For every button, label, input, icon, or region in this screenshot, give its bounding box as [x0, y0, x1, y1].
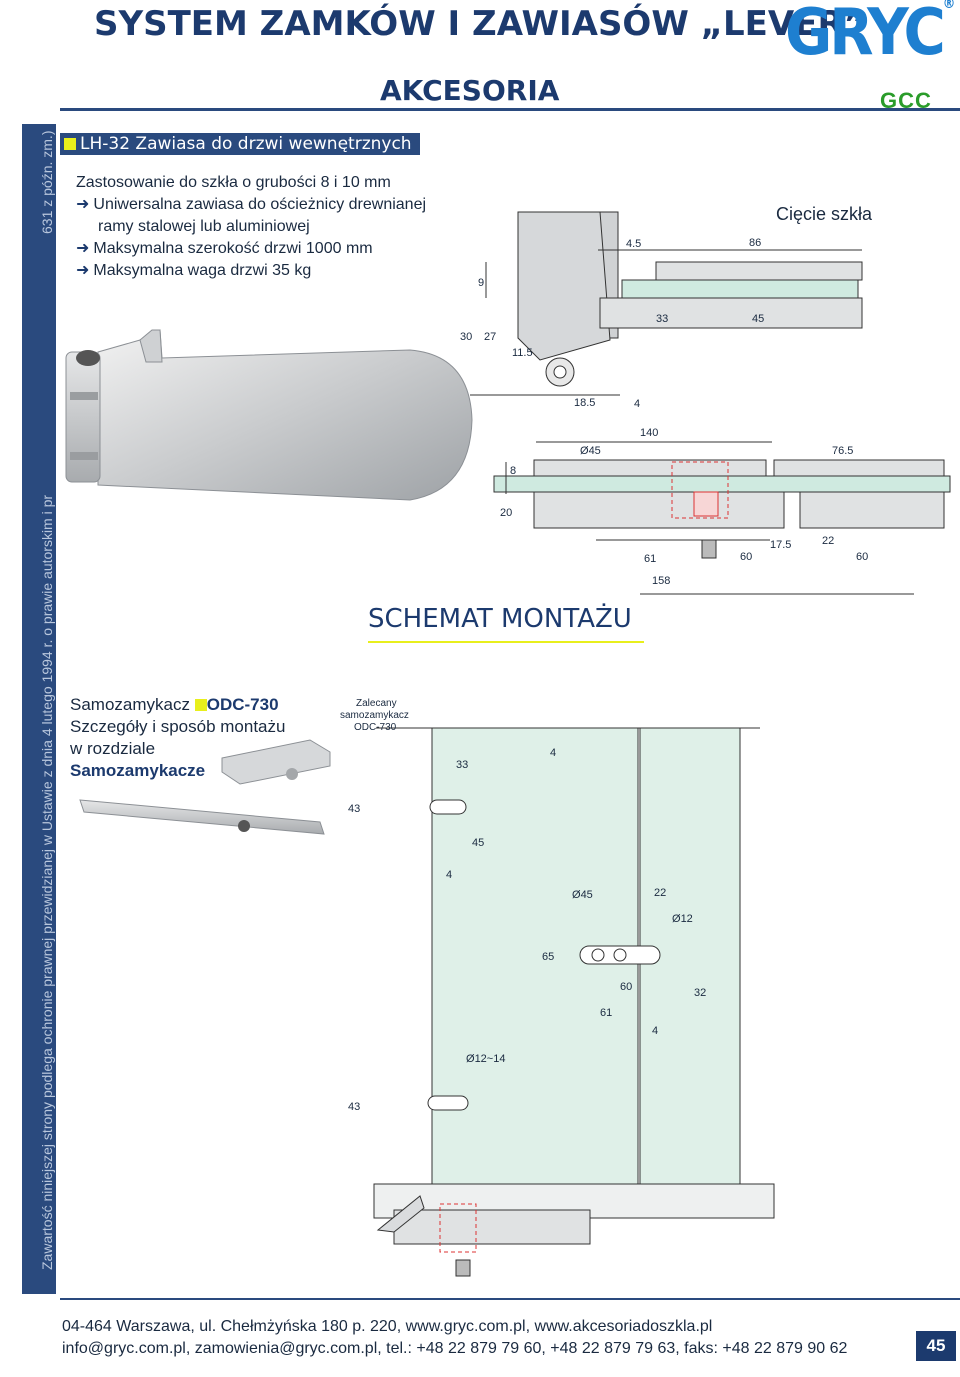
- closer-code: ODC-730: [206, 695, 279, 714]
- closer-chapter: w rozdziale: [70, 739, 156, 758]
- dim-label: 61: [644, 553, 656, 565]
- product-specs: Zastosowanie do szkła o grubości 8 i 10 …: [76, 172, 426, 282]
- door-closer-photo: [79, 739, 331, 835]
- dim-label: 22: [822, 535, 834, 547]
- dim-label: 65: [542, 951, 554, 963]
- mounting-schema-title: SCHEMAT MONTAŻU: [368, 604, 632, 634]
- dim-label: 76.5: [832, 445, 853, 457]
- bullet-square-icon: [64, 138, 76, 150]
- dim-diameter-label: Ø12: [672, 913, 693, 925]
- recommended-closer-label: ODC-730: [354, 722, 397, 733]
- dim-label: 11.5: [512, 347, 533, 359]
- dim-label: 158: [652, 575, 670, 587]
- header-divider: [60, 108, 960, 111]
- dim-label: 4: [446, 869, 452, 881]
- dim-label: 33: [656, 313, 668, 325]
- dim-label: 32: [694, 987, 706, 999]
- dim-label: 22: [654, 887, 666, 899]
- arrow-right-icon: ➜: [76, 240, 90, 257]
- footer-address: 04-464 Warszawa, ul. Chełmżyńska 180 p. …: [62, 1318, 713, 1335]
- usage-text: Zastosowanie do szkła o grubości 8 i 10 …: [76, 174, 391, 191]
- dim-label: 9: [478, 277, 484, 289]
- dim-label: 140: [640, 427, 658, 439]
- product-heading: LH-32 Zawiasa do drzwi wewnętrznych: [60, 133, 420, 155]
- dim-label: 27: [484, 331, 496, 343]
- page-title: SYSTEM ZAMKÓW I ZAWIASÓW „LEVER”: [94, 4, 866, 44]
- arrow-right-icon: ➜: [76, 262, 90, 279]
- dim-label: 4: [652, 1025, 658, 1037]
- dim-label: 18.5: [574, 397, 595, 409]
- arrow-right-icon: ➜: [76, 196, 90, 213]
- closer-details: Szczegóły i sposób montażu: [70, 717, 286, 736]
- dim-label: 86: [749, 237, 761, 249]
- feature-item-continuation: ramy stalowej lub aluminiowej: [98, 218, 310, 235]
- schema-underline: [368, 641, 644, 643]
- dim-label: 33: [456, 759, 468, 771]
- footer-contact: 04-464 Warszawa, ul. Chełmżyńska 180 p. …: [62, 1316, 847, 1360]
- gryc-logo: GRYC®: [785, 0, 955, 70]
- dim-label: 4.5: [626, 238, 641, 250]
- feature-item: ➜Uniwersalna zawiasa do ościeżnicy drewn…: [76, 196, 427, 213]
- dim-label: 60: [620, 981, 632, 993]
- page-number: 45: [916, 1331, 956, 1361]
- dim-label: 60: [856, 551, 868, 563]
- glass-cut-drawing-top: [470, 211, 863, 396]
- dim-diameter-label: Ø12~14: [466, 1053, 505, 1065]
- hinge-photo: [65, 329, 473, 501]
- dim-label: 8: [510, 465, 516, 477]
- glass-cut-label: Cięcie szkła: [776, 204, 873, 224]
- closers-chapter-link[interactable]: Samozamykacze: [70, 761, 206, 780]
- dim-label: 17.5: [770, 539, 791, 551]
- footer-divider: [60, 1298, 960, 1300]
- dim-label: 45: [472, 837, 484, 849]
- recommended-closer-label: samozamykacz: [340, 710, 409, 721]
- dim-label: 4: [634, 398, 640, 410]
- copyright-sidebar: Zawartość niniejszej strony podlega ochr…: [22, 124, 56, 1294]
- dim-label: 20: [500, 507, 512, 519]
- feature-item: ➜Maksymalna waga drzwi 35 kg: [76, 262, 312, 279]
- dim-label: 43: [348, 1101, 360, 1113]
- dim-diameter-label: Ø45: [580, 445, 601, 457]
- dim-label: 4: [550, 747, 556, 759]
- mounting-diagram: [373, 727, 775, 1277]
- dimension-labels: 4.5 86 9 30 27 11.5 33 45 18.5 4 140 Ø45…: [340, 237, 868, 1113]
- bullet-square-icon: [194, 699, 207, 711]
- closer-label: Samozamykacz: [70, 695, 190, 714]
- dim-label: 30: [460, 331, 472, 343]
- dim-label: 60: [740, 551, 752, 563]
- recommended-closer-label: Zalecany: [356, 698, 397, 709]
- door-closer-info: Samozamykacz ODC-730 Szczegóły i sposób …: [70, 694, 285, 782]
- footer-emails-phones: info@gryc.com.pl, zamowienia@gryc.com.pl…: [62, 1340, 848, 1357]
- section-title: AKCESORIA: [380, 74, 560, 107]
- dim-diameter-label: Ø45: [572, 889, 593, 901]
- dim-label: 43: [348, 803, 360, 815]
- feature-item: ➜Maksymalna szerokość drzwi 1000 mm: [76, 240, 373, 257]
- glass-cut-drawing-bottom: [493, 441, 951, 595]
- dim-label: 61: [600, 1007, 612, 1019]
- dim-label: 45: [752, 313, 764, 325]
